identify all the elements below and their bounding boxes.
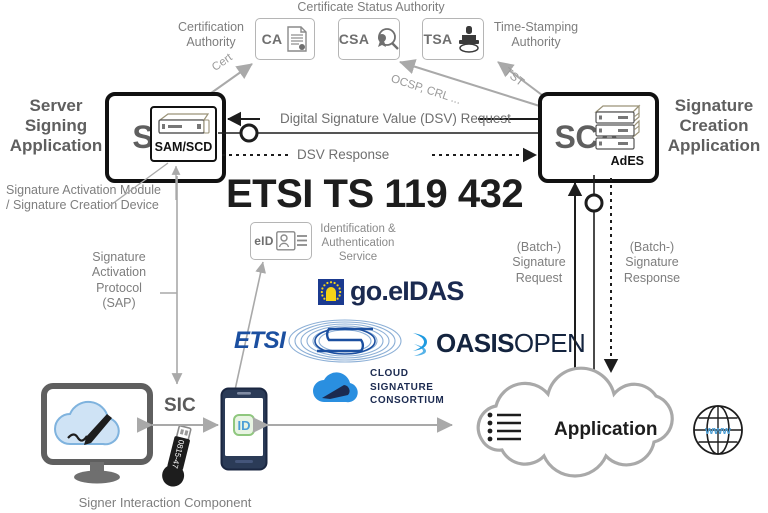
tsa-tag: TSA xyxy=(423,31,453,47)
usb-token-icon: 0815-47 xyxy=(155,424,199,496)
ocsp-flow-text: OCSP, CRL ... xyxy=(389,73,463,107)
dsv-request-label: Digital Signature Value (DSV) Request xyxy=(280,111,511,126)
eid-label-line1: Identification & xyxy=(320,223,396,235)
sca-title-line1: Signature xyxy=(674,96,754,115)
sap-line1: Signature xyxy=(92,250,146,264)
tsa-label-line1: Time-Stamping xyxy=(493,20,579,34)
certificate-document-icon xyxy=(286,26,308,52)
csa-box[interactable]: CSA xyxy=(338,18,400,60)
www-globe-icon: www xyxy=(692,404,744,456)
batch-request-label: (Batch-) Signature Request xyxy=(502,240,576,286)
svg-text:ID: ID xyxy=(238,418,251,433)
svg-text:www: www xyxy=(704,425,731,437)
oasis-text: OASISOPEN xyxy=(436,328,586,359)
ca-label: Certification Authority xyxy=(168,20,254,51)
tst-flow-label: TST xyxy=(502,66,527,89)
application-cloud[interactable] xyxy=(450,366,768,483)
logo-csc: CLOUD SIGNATURE CONSORTIUM xyxy=(308,367,444,408)
tsa-label: Time-Stamping Authority xyxy=(486,20,586,51)
csa-label: Certificate Status Authority xyxy=(286,0,456,15)
id-card-icon xyxy=(275,231,308,251)
sca-title-line3: Application xyxy=(667,136,761,156)
server-stack-icon xyxy=(590,100,652,156)
csc-line2: SIGNATURE xyxy=(370,381,434,393)
sap-label: Signature Activation Protocol (SAP) xyxy=(78,250,160,311)
ssa-title-line3: Application xyxy=(9,136,103,156)
ades-tag: AdES xyxy=(610,154,644,168)
batch-response-line3: Response xyxy=(623,270,681,285)
sam-scd-tag: SAM/SCD xyxy=(154,140,213,154)
eid-label-line3: Service xyxy=(338,251,378,264)
batch-request-line1: (Batch-) xyxy=(516,240,562,254)
oasis-ribbon-icon xyxy=(408,330,432,358)
ades-group: AdES xyxy=(590,100,652,172)
ca-label-line1: Certification xyxy=(178,20,244,34)
eid-box[interactable]: eID xyxy=(250,222,312,260)
logo-oasis: OASISOPEN xyxy=(408,328,586,359)
oasis-text-bold: OASIS xyxy=(436,328,515,358)
dsv-request-text: Digital Signature Value (DSV) Request xyxy=(280,111,511,126)
etsi-globe-icon xyxy=(287,318,403,364)
cert-flow-text: Cert xyxy=(210,51,235,74)
ssa-side-title: Server Signing Application xyxy=(8,96,104,156)
csc-text: CLOUD SIGNATURE CONSORTIUM xyxy=(370,367,444,408)
hsm-appliance-icon xyxy=(156,111,212,137)
ocsp-flow-label: OCSP, CRL ... xyxy=(389,73,462,107)
monitor-cloud-signature-icon xyxy=(38,382,156,486)
ca-label-line2: Authority xyxy=(186,35,236,50)
dsv-response-label: DSV Response xyxy=(297,147,389,162)
smartphone-id-icon: ID xyxy=(220,387,268,471)
application-label: Application xyxy=(554,419,658,440)
sap-line2: Activation xyxy=(91,265,147,280)
sam-scd-note-line1: Signature Activation Module xyxy=(6,183,161,197)
etsi-text: ETSI xyxy=(234,327,286,354)
csa-tag: CSA xyxy=(338,31,370,47)
sic-phone[interactable]: ID xyxy=(220,387,268,471)
csc-line3: CONSORTIUM xyxy=(370,395,445,406)
batch-response-label: (Batch-) Signature Response xyxy=(612,240,692,286)
eid-label: Identification & Authentication Service xyxy=(312,222,404,264)
logo-go-eidas: go.eIDAS xyxy=(318,276,464,307)
sam-scd-note-line2: / Signature Creation Device xyxy=(6,198,159,213)
eid-tag: eID xyxy=(254,234,274,248)
sic-tag: SIC xyxy=(164,395,196,416)
sca-title-line2: Creation xyxy=(679,116,749,136)
page-title: ETSI TS 119 432 xyxy=(226,172,524,216)
go-eidas-text: go.eIDAS xyxy=(350,276,464,306)
ssa-title-line2: Signing xyxy=(24,116,88,136)
batch-response-line1: (Batch-) xyxy=(629,240,675,254)
batch-request-line2: Signature xyxy=(512,255,566,270)
rubber-stamp-icon xyxy=(456,25,482,53)
tst-flow-text: TST xyxy=(501,66,527,89)
sam-scd-note: Signature Activation Module / Signature … xyxy=(6,183,236,214)
ssa-title-line1: Server xyxy=(29,96,83,115)
sic-desktop[interactable] xyxy=(38,382,156,486)
ca-tag: CA xyxy=(261,31,283,47)
logo-etsi: ETSI xyxy=(234,318,403,364)
seal-magnifier-icon xyxy=(373,26,400,52)
tsa-box[interactable]: TSA xyxy=(422,18,484,60)
sca-side-title: Signature Creation Application xyxy=(660,96,768,156)
csc-line1: CLOUD xyxy=(370,368,409,379)
sic-caption: Signer Interaction Component xyxy=(78,495,252,510)
cert-flow-label: Cert xyxy=(210,52,235,74)
sap-line4: (SAP) xyxy=(102,295,136,310)
csa-label-line1: Certificate Status Authority xyxy=(297,0,445,14)
cloud-signature-icon xyxy=(308,368,362,406)
ca-box[interactable]: CA xyxy=(255,18,315,60)
oasis-text-light: OPEN xyxy=(513,328,586,358)
eid-label-line2: Authentication xyxy=(321,237,395,250)
sic-usb-token[interactable]: 0815-47 xyxy=(155,424,199,496)
batch-response-line2: Signature xyxy=(625,255,679,270)
tsa-label-line2: Authority xyxy=(511,35,561,50)
sam-scd-box[interactable]: SAM/SCD xyxy=(150,106,217,162)
eu-gate-icon xyxy=(318,278,344,305)
sap-line3: Protocol xyxy=(96,280,142,295)
dsv-response-text: DSV Response xyxy=(297,147,390,162)
list-lines-icon xyxy=(487,412,523,442)
batch-request-line3: Request xyxy=(515,270,563,285)
